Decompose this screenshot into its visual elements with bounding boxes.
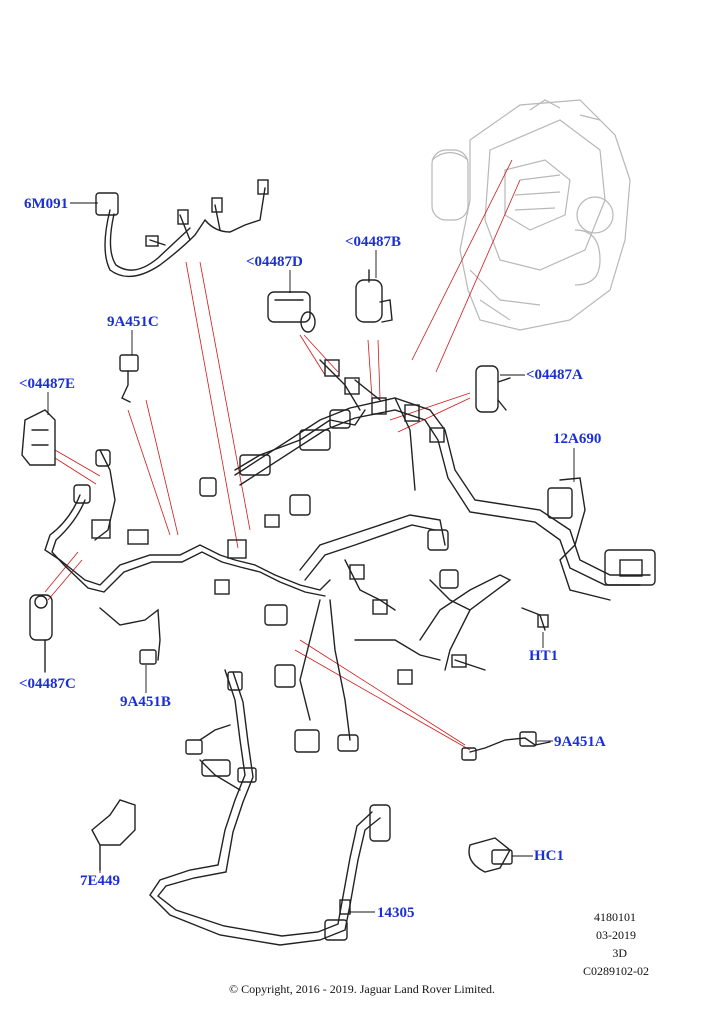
engine-block-illustration — [431, 99, 631, 331]
callout-9A451C[interactable]: 9A451C — [107, 314, 159, 330]
callout-04487A[interactable]: <04487A — [526, 367, 583, 383]
callout-12A690[interactable]: 12A690 — [553, 431, 602, 447]
callout-HC1[interactable]: HC1 — [534, 848, 564, 864]
callout-7E449[interactable]: 7E449 — [80, 873, 121, 889]
figure-view-type: 3D — [612, 946, 627, 960]
callout-04487B[interactable]: <04487B — [345, 234, 402, 250]
figure-code: C0289102-02 — [583, 964, 649, 978]
callout-14305[interactable]: 14305 — [377, 905, 415, 921]
callout-04487E[interactable]: <04487E — [19, 376, 76, 392]
callout-04487C[interactable]: <04487C — [19, 676, 76, 692]
callout-9A451A[interactable]: 9A451A — [554, 734, 606, 750]
figure-date: 03-2019 — [596, 928, 636, 942]
harness-lines — [21, 179, 656, 946]
callout-HT1[interactable]: HT1 — [529, 648, 559, 664]
figure-number: 4180101 — [594, 910, 636, 924]
copyright-notice: © Copyright, 2016 - 2019. Jaguar Land Ro… — [228, 982, 496, 996]
callout-04487D[interactable]: <04487D — [246, 254, 303, 270]
callout-9A451B[interactable]: 9A451B — [120, 694, 171, 710]
callout-6M091[interactable]: 6M091 — [24, 196, 69, 212]
callout-leaders — [47, 202, 575, 913]
leader-lines — [44, 159, 521, 751]
